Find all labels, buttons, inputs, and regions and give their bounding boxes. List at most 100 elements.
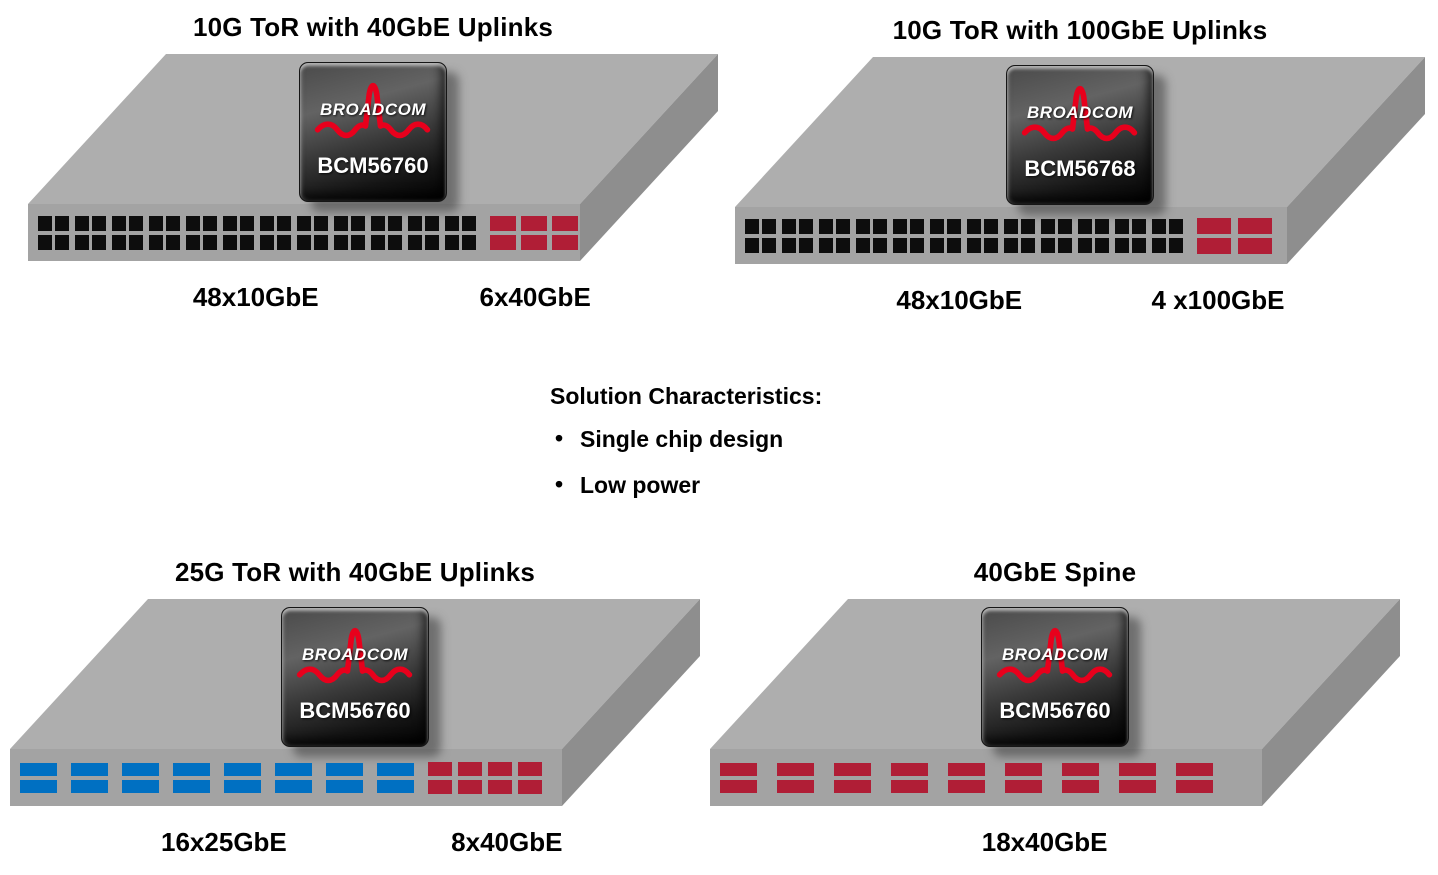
port-cell (223, 216, 237, 231)
port-column (458, 762, 482, 794)
port-cell (462, 216, 476, 231)
port-cell (745, 219, 759, 234)
chip-model-text: BCM56760 (999, 698, 1111, 723)
port-column (122, 763, 159, 793)
port-column (1119, 763, 1156, 793)
port-cell (893, 238, 907, 253)
port-cell (1005, 780, 1042, 793)
port-pair (856, 219, 887, 253)
port-pair (38, 216, 69, 250)
port-cell (377, 763, 414, 776)
port-cell (260, 235, 274, 250)
chip-model-text: BCM56760 (317, 153, 429, 178)
port-column (552, 216, 578, 250)
port-pair (1078, 219, 1109, 253)
port-cell (240, 235, 254, 250)
port-cell (1078, 219, 1092, 234)
port-column (948, 763, 985, 793)
switch-title: 10G ToR with 100GbE Uplinks (892, 15, 1268, 45)
port-group-label: 48x10GbE (896, 285, 1023, 315)
port-cell (1058, 219, 1072, 234)
broadcom-chip: BROADCOM BCM56760 (299, 62, 447, 202)
port-group-48x10GbE (745, 219, 1183, 253)
port-cell (112, 235, 126, 250)
broadcom-logo: BROADCOM (1007, 76, 1153, 152)
port-column (388, 216, 402, 250)
port-cell (1115, 219, 1129, 234)
port-pair (223, 216, 254, 250)
port-group-16x25GbE (20, 763, 414, 793)
port-pair (186, 216, 217, 250)
port-cell (71, 780, 108, 793)
port-column (1058, 219, 1072, 253)
port-column (1152, 219, 1166, 253)
port-group-label: 48x10GbE (192, 282, 319, 312)
port-cell (720, 763, 757, 776)
port-pair (334, 216, 365, 250)
port-column (1041, 219, 1055, 253)
port-column (490, 216, 516, 250)
port-cell (518, 780, 542, 794)
port-cell (799, 238, 813, 253)
port-cell (488, 762, 512, 776)
port-cell (275, 780, 312, 793)
port-column (149, 216, 163, 250)
port-column (1169, 219, 1183, 253)
port-cell (122, 780, 159, 793)
port-strip (745, 210, 1283, 262)
port-pair (1152, 219, 1183, 253)
port-column (856, 219, 870, 253)
solution-title: Solution Characteristics: (550, 383, 823, 409)
port-column (720, 763, 757, 793)
port-cell (1021, 219, 1035, 234)
port-cell (1119, 780, 1156, 793)
port-column (1062, 763, 1099, 793)
port-cell (782, 238, 796, 253)
port-cell (873, 238, 887, 253)
port-cell (799, 219, 813, 234)
port-cell (984, 219, 998, 234)
port-column (71, 763, 108, 793)
port-cell (92, 216, 106, 231)
port-pair (782, 219, 813, 253)
port-cell (428, 762, 452, 776)
port-cell (873, 219, 887, 234)
port-column (910, 219, 924, 253)
port-cell (55, 216, 69, 231)
port-cell (351, 216, 365, 231)
port-cell (371, 216, 385, 231)
port-cell (490, 216, 516, 231)
port-cell (1132, 238, 1146, 253)
chassis-side-face (580, 54, 718, 261)
port-cell (1169, 238, 1183, 253)
port-cell (893, 219, 907, 234)
port-cell (910, 219, 924, 234)
switch-title: 40GbE Spine (973, 557, 1137, 587)
port-cell (275, 763, 312, 776)
port-cell (55, 235, 69, 250)
port-cell (856, 238, 870, 253)
port-cell (552, 235, 578, 250)
port-cell (458, 762, 482, 776)
port-cell (112, 216, 126, 231)
port-cell (1119, 763, 1156, 776)
port-column (129, 216, 143, 250)
port-cell (1005, 763, 1042, 776)
port-cell (20, 780, 57, 793)
port-cell (1132, 219, 1146, 234)
port-column (1021, 219, 1035, 253)
port-cell (1041, 238, 1055, 253)
port-cell (428, 780, 452, 794)
port-column (186, 216, 200, 250)
chip-model-text: BCM56768 (1024, 156, 1136, 181)
broadcom-chip: BROADCOM BCM56768 (1006, 65, 1154, 205)
port-column (224, 763, 261, 793)
port-column (38, 216, 52, 250)
port-group-4x100GbE (1197, 218, 1272, 254)
port-cell (38, 235, 52, 250)
port-cell (326, 780, 363, 793)
port-column (425, 216, 439, 250)
port-cell (408, 235, 422, 250)
port-column (893, 219, 907, 253)
port-cell (1062, 780, 1099, 793)
